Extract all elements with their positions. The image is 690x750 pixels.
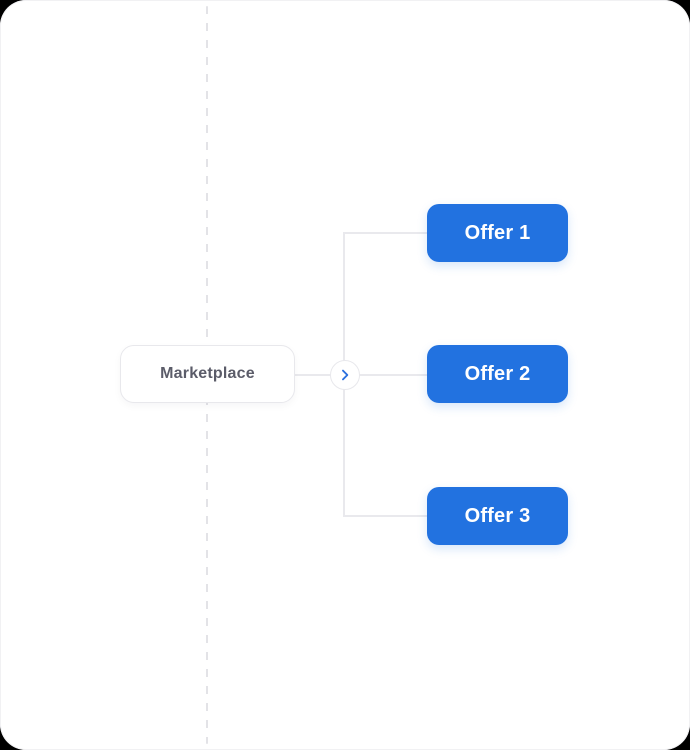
offer-node-1-label: Offer 1 [464,221,531,244]
offer-node-1[interactable]: Offer 1 [427,204,568,262]
connector-offer3 [343,515,427,517]
connector-offer1 [343,232,427,234]
marketplace-node-label: Marketplace [160,365,255,382]
chevron-right-icon [342,369,349,381]
offer-node-3-label: Offer 3 [464,504,531,527]
offer-node-2[interactable]: Offer 2 [427,345,568,403]
marketplace-node[interactable]: Marketplace [120,345,295,403]
connector-root [295,374,331,376]
offer-node-3[interactable]: Offer 3 [427,487,568,545]
connector-offer2 [358,374,427,376]
expand-toggle-button[interactable] [330,360,360,390]
offer-node-2-label: Offer 2 [464,362,531,385]
